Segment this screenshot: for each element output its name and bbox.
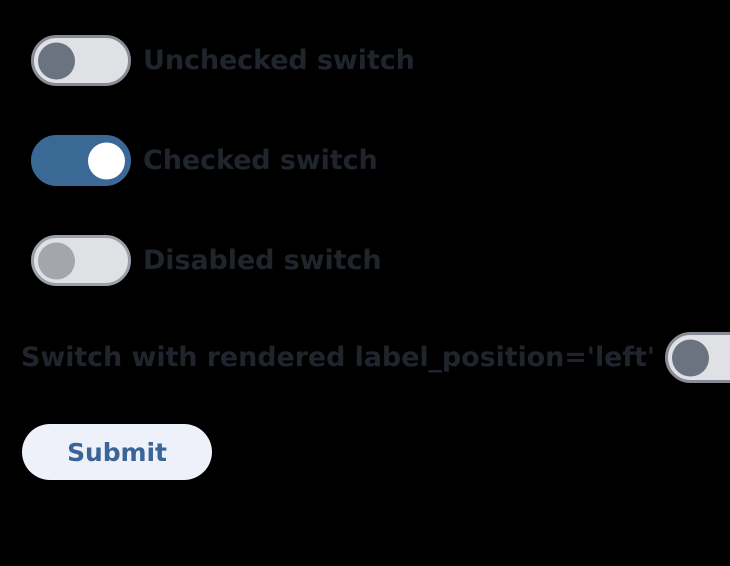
switch-row-disabled: Disabled switch (31, 235, 382, 286)
switch-row-unchecked: Unchecked switch (31, 35, 415, 86)
switch-thumb-icon (38, 42, 75, 79)
switch-thumb-icon (671, 339, 709, 376)
submit-button[interactable]: Submit (22, 424, 212, 480)
checked-switch-label: Checked switch (143, 145, 378, 176)
disabled-switch-label: Disabled switch (143, 245, 382, 276)
left-label-switch[interactable] (664, 332, 730, 383)
unchecked-switch-label: Unchecked switch (143, 45, 415, 76)
unchecked-switch[interactable] (31, 35, 131, 86)
disabled-switch (31, 235, 131, 286)
left-label-switch-label: Switch with rendered label_position='lef… (21, 342, 655, 373)
switch-thumb-icon (88, 142, 125, 179)
switch-row-left-label: Switch with rendered label_position='lef… (21, 332, 730, 383)
switch-row-checked: Checked switch (31, 135, 378, 186)
switch-thumb-icon (38, 242, 75, 279)
checked-switch[interactable] (31, 135, 131, 186)
